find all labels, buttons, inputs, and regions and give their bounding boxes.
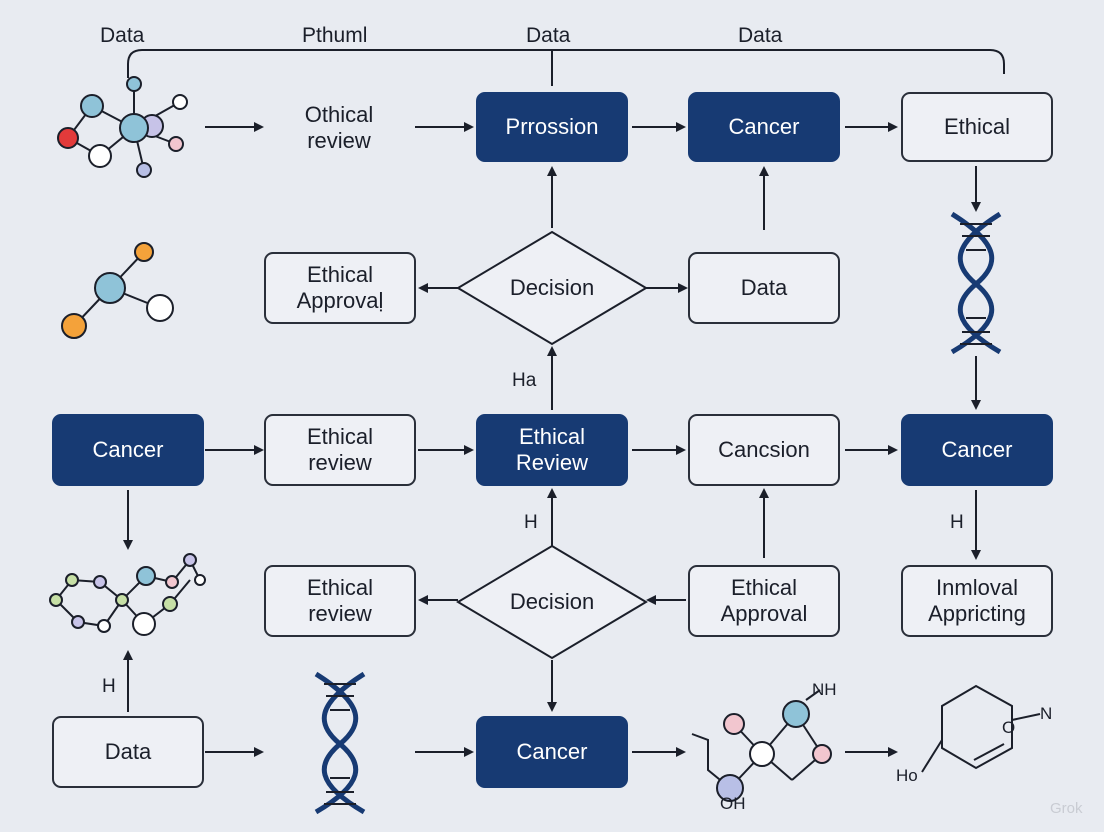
box-inmloval[interactable]: Inmloval Appricting bbox=[901, 565, 1053, 637]
chem-label-nh: NH bbox=[812, 680, 837, 699]
molecule-icon-top-left bbox=[57, 76, 188, 178]
chem-label-n: N bbox=[1040, 704, 1053, 723]
top-label-2: Pthuml bbox=[302, 24, 368, 47]
dna-helix-icon-bottom bbox=[314, 671, 366, 815]
top-label-3: Data bbox=[526, 24, 571, 47]
box-prrossion[interactable]: Prrossion bbox=[476, 92, 628, 162]
molecule-icon-bottom bbox=[691, 689, 832, 802]
top-label-4: Data bbox=[738, 24, 783, 47]
chem-label-o: O bbox=[1002, 718, 1016, 737]
chem-label-oh: OH bbox=[720, 794, 746, 813]
decision-label-top: Decision bbox=[509, 275, 595, 300]
decision-diamond-bottom bbox=[456, 544, 648, 660]
molecule-chain-icon bbox=[49, 553, 206, 636]
box-ethical-approval-top[interactable]: Ethical Approvaḷ bbox=[264, 252, 416, 324]
top-label-1: Data bbox=[100, 24, 145, 47]
arrow-label-h-center: H bbox=[524, 512, 538, 533]
molecule-icon-mid-left bbox=[61, 242, 174, 339]
box-cancer-right[interactable]: Cancer bbox=[901, 414, 1053, 486]
top-bracket bbox=[127, 49, 1005, 78]
box-cancsion[interactable]: Cancsion bbox=[688, 414, 840, 486]
box-ethical-approval-lower[interactable]: Ethical Approval bbox=[688, 565, 840, 637]
box-ethical-review-mid[interactable]: Ethical review bbox=[264, 414, 416, 486]
arrow-label-h-right: H bbox=[950, 512, 964, 533]
box-cancer-left[interactable]: Cancer bbox=[52, 414, 204, 486]
decision-diamond-top bbox=[456, 230, 648, 346]
arrow-label-ha: Ha bbox=[512, 370, 537, 391]
box-cancer-top[interactable]: Cancer bbox=[688, 92, 840, 162]
watermark: Grok bbox=[1050, 800, 1083, 817]
box-cancer-bottom[interactable]: Cancer bbox=[476, 716, 628, 788]
text-othical-review: Othical review bbox=[304, 102, 374, 153]
box-data-bottom[interactable]: Data bbox=[52, 716, 204, 788]
arrow-label-h-left: H bbox=[102, 676, 116, 697]
box-ethical-top[interactable]: Ethical bbox=[901, 92, 1053, 162]
box-ethical-review-lower[interactable]: Ethical review bbox=[264, 565, 416, 637]
box-ethical-review-dark[interactable]: Ethical Review bbox=[476, 414, 628, 486]
ring-structure-icon bbox=[921, 684, 1041, 773]
dna-helix-icon-right bbox=[950, 211, 1002, 355]
box-data-mid[interactable]: Data bbox=[688, 252, 840, 324]
chem-label-ho: Ho bbox=[896, 766, 918, 785]
decision-label-bottom: Decision bbox=[509, 589, 595, 614]
